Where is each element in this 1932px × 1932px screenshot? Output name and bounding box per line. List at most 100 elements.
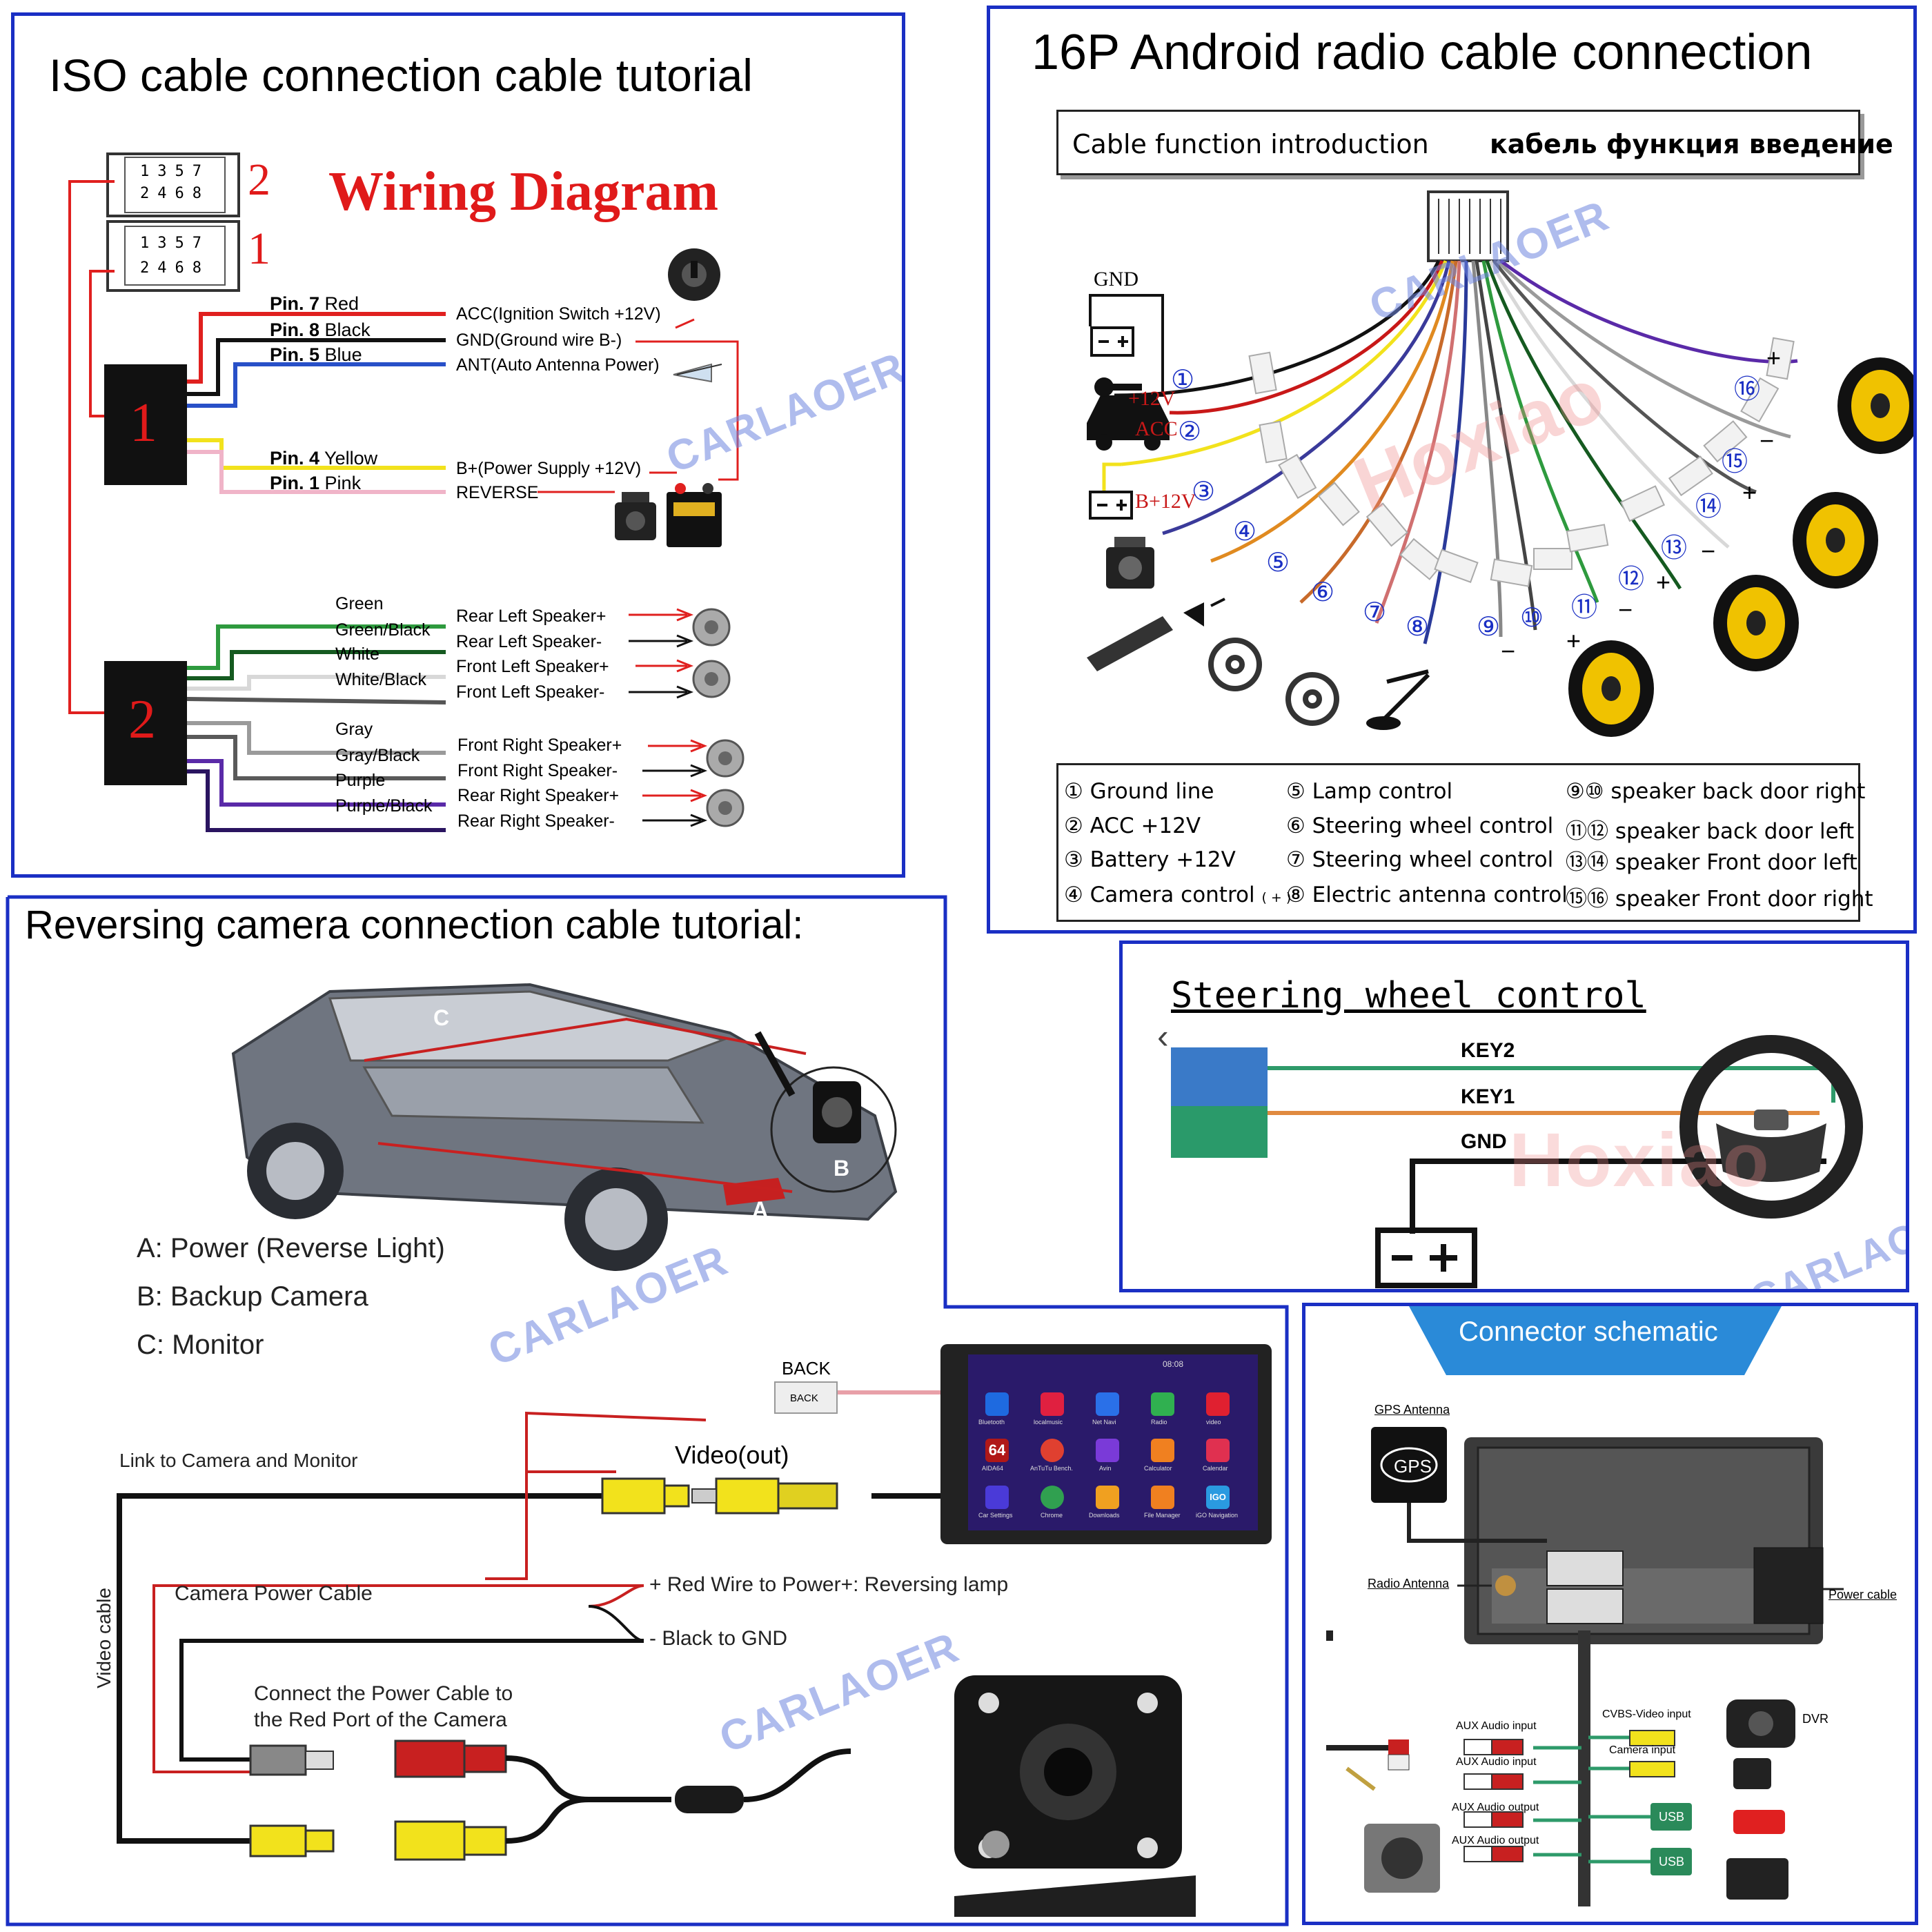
pin-4: Pin. 4 Yellow <box>270 448 378 469</box>
steering-svg <box>1171 1035 1863 1288</box>
app-downloads[interactable] <box>1096 1486 1119 1509</box>
gnd-label: GND <box>1094 268 1138 290</box>
battery-icon <box>667 483 722 547</box>
connect-label-1: Connect the Power Cable to <box>254 1682 513 1705</box>
app-label-netnavi: Net Navi <box>1092 1419 1116 1426</box>
pin-8-function: GND(Ground wire B-) <box>456 331 622 350</box>
app-radio[interactable] <box>1151 1392 1174 1416</box>
connector-2-pins: 1357 2468 <box>140 163 210 202</box>
app-antutu[interactable] <box>1041 1439 1064 1462</box>
speaker-label-fl-minus: Front Left Speaker- <box>456 682 605 702</box>
app-bluetooth[interactable] <box>985 1392 1009 1416</box>
connector-banner-text: Connector schematic <box>1459 1317 1718 1347</box>
legend-13-14: ⑬⑭ speaker Front door left <box>1566 850 1857 875</box>
video-out-label: Video(out) <box>675 1441 789 1469</box>
num-11: ⑪ <box>1571 593 1598 622</box>
legend-4: ④ Camera control ( + ) <box>1064 883 1292 907</box>
camera-wiring-area: 64 IGO Bluetooth localmusic Net Navi Rad… <box>92 1323 1282 1925</box>
usb-2-label: USB <box>1659 1855 1685 1869</box>
box-1-label: 1 <box>130 393 157 453</box>
cable-function-header: Cable function introduction кабель функц… <box>1056 110 1893 175</box>
small-camera-icon <box>1733 1758 1771 1789</box>
bplus-battery-symbol <box>1089 491 1133 520</box>
app-video[interactable] <box>1206 1392 1230 1416</box>
wire-purple-black: Purple/Black <box>335 796 433 816</box>
back-chevron-icon[interactable]: ‹ <box>1157 1017 1169 1056</box>
wire-white: White <box>335 644 379 664</box>
num-10: ⑩ <box>1520 604 1544 633</box>
connector-label-2: 2 <box>248 155 270 205</box>
num-2: ② <box>1178 417 1202 446</box>
power-cable-label-conn: Power cable <box>1828 1588 1897 1601</box>
num-16: ⑯ <box>1734 375 1761 404</box>
car-mark-c: C <box>433 1005 450 1030</box>
android-panel: 16P Android radio cable connection Cable… <box>987 6 1917 934</box>
app-car-settings[interactable] <box>985 1486 1009 1509</box>
speaker-label-rl-minus: Rear Left Speaker- <box>456 632 602 651</box>
camera-icon <box>1106 537 1154 589</box>
aux-in-2: AUX Audio input <box>1456 1756 1537 1768</box>
app-calculator[interactable] <box>1151 1439 1174 1462</box>
box-2-label: 2 <box>128 689 156 750</box>
aux-rca-connectors <box>1463 1739 1524 1862</box>
num-3: ③ <box>1192 477 1216 506</box>
car-mark-a: A <box>752 1197 769 1222</box>
pin-5-function: ANT(Auto Antenna Power) <box>456 355 660 375</box>
plus-12: + <box>1656 568 1671 596</box>
android-legend: ① Ground line ② ACC +12V ③ Battery +12V … <box>1056 763 1873 922</box>
legend-11-12: ⑪⑫ speaker back door left <box>1566 819 1855 844</box>
label-a-power: A: Power (Reverse Light) <box>137 1233 445 1263</box>
iso-wiring-svg <box>68 152 745 832</box>
aux-out-2: AUX Audio output <box>1452 1835 1539 1846</box>
car-key-icon <box>1087 377 1170 451</box>
harness-plug <box>1427 190 1509 262</box>
box-1 <box>104 364 187 485</box>
steering-panel: Steering wheel control ‹ KEY2 KEY1 GND H… <box>1119 940 1909 1292</box>
app-file-manager[interactable] <box>1151 1486 1174 1509</box>
legend-5: ⑤ Lamp control <box>1286 779 1453 804</box>
app-label-avin: Avin <box>1099 1465 1112 1472</box>
connect-label-2: the Red Port of the Camera <box>254 1708 507 1731</box>
minus-13: − <box>1701 537 1716 565</box>
black-gnd-label: - Black to GND <box>649 1627 788 1650</box>
steering-title: Steering wheel control <box>1171 975 1646 1016</box>
app-igo[interactable]: IGO <box>1206 1486 1230 1509</box>
app-localmusic[interactable] <box>1041 1392 1064 1416</box>
back-label: BACK <box>782 1358 831 1379</box>
pin-8: Pin. 8 Black <box>270 319 371 340</box>
app-label-bluetooth: Bluetooth <box>978 1419 1005 1426</box>
app-label-file-manager: File Manager <box>1144 1512 1181 1519</box>
app-avin[interactable] <box>1096 1439 1119 1462</box>
legend-2: ② ACC +12V <box>1064 814 1201 838</box>
cvbs-label: CVBS-Video input <box>1602 1708 1691 1720</box>
wire-purple: Purple <box>335 771 386 790</box>
num-4: ④ <box>1233 518 1257 546</box>
legend-7: ⑦ Steering wheel control <box>1286 847 1554 872</box>
red-wire-label: + Red Wire to Power+: Reversing lamp <box>649 1573 1009 1596</box>
dongle-icon <box>1726 1858 1788 1900</box>
app-label-antutu: AnTuTu Bench. <box>1030 1465 1073 1472</box>
connector-1-pins: 1357 2468 <box>140 235 210 277</box>
connector-1-outline <box>106 220 240 292</box>
num-13: ⑬ <box>1661 534 1688 563</box>
antenna-stick-icon <box>1366 669 1430 730</box>
rca-video-connector <box>601 1477 838 1515</box>
pin-4-function: B+(Power Supply +12V) <box>456 459 642 478</box>
reversing-panel: Reversing camera connection cable tutori… <box>6 895 1289 1926</box>
connector-svg <box>1326 1427 1844 1906</box>
connector-banner <box>1409 1306 1782 1375</box>
app-chrome[interactable] <box>1041 1486 1064 1509</box>
key2-label: KEY2 <box>1461 1039 1515 1062</box>
app-calendar[interactable] <box>1206 1439 1230 1462</box>
usb-1-label: USB <box>1659 1810 1685 1824</box>
app-aida64[interactable]: 64 <box>985 1439 1009 1462</box>
wire-gray-black: Gray/Black <box>335 746 420 765</box>
plus-14: + <box>1742 478 1757 506</box>
legend-3: ③ Battery +12V <box>1064 847 1236 872</box>
android-harness-svg <box>1087 190 1913 737</box>
power-connector-pair <box>249 1739 507 1778</box>
app-netnavi[interactable] <box>1096 1392 1119 1416</box>
app-label-aida64: AIDA64 <box>982 1465 1004 1472</box>
wire-green-black: Green/Black <box>335 620 431 640</box>
key1-label: KEY1 <box>1461 1085 1515 1108</box>
